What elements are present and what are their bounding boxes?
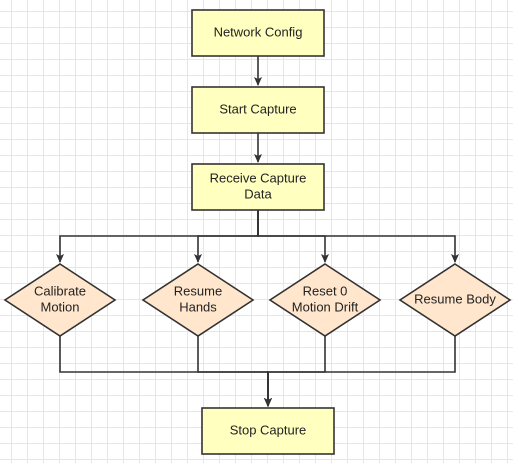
- edge-receive-capture-data-to-resume-hands: [194, 210, 259, 263]
- decision-diamond: [398, 263, 512, 337]
- start-capture-node: Start Capture: [191, 86, 325, 134]
- node-label-line: Receive Capture: [210, 170, 307, 185]
- node-label: Resume Body: [414, 291, 496, 306]
- edge-resume-body-to-stop-capture: [264, 336, 456, 407]
- node-label-line: Stop Capture: [230, 422, 307, 437]
- resume-body-node: Resume Body: [398, 263, 512, 337]
- node-label-line: Reset 0: [303, 283, 348, 298]
- process-box: [201, 407, 335, 455]
- node-label-line: Network Config: [214, 24, 303, 39]
- edge-receive-capture-data-to-resume-body: [257, 210, 459, 263]
- node-label-line: Hands: [179, 299, 217, 314]
- edge-calibrate-motion-to-stop-capture: [59, 336, 272, 407]
- process-box: [191, 163, 325, 211]
- network-config-node: Network Config: [191, 9, 325, 57]
- edge-reset-motion-drift-to-stop-capture: [264, 336, 326, 407]
- node-label: Network Config: [214, 24, 303, 39]
- process-box: [191, 9, 325, 57]
- node-label-line: Start Capture: [219, 101, 296, 116]
- stop-capture-node: Stop Capture: [201, 407, 335, 455]
- process-box: [191, 86, 325, 134]
- node-label-line: Calibrate: [34, 283, 86, 298]
- node-label: Stop Capture: [230, 422, 307, 437]
- decision-diamond: [268, 263, 382, 337]
- edges-layer: [56, 56, 459, 407]
- node-label-line: Resume: [174, 283, 222, 298]
- edge-resume-hands-to-stop-capture: [197, 336, 272, 407]
- decision-diamond: [141, 263, 255, 337]
- node-label: Start Capture: [219, 101, 296, 116]
- decision-diamond: [3, 263, 117, 337]
- node-label-line: Motion Drift: [292, 299, 359, 314]
- node-label-line: Motion: [40, 299, 79, 314]
- node-label-line: Resume Body: [414, 291, 496, 306]
- node-label-line: Data: [244, 186, 272, 201]
